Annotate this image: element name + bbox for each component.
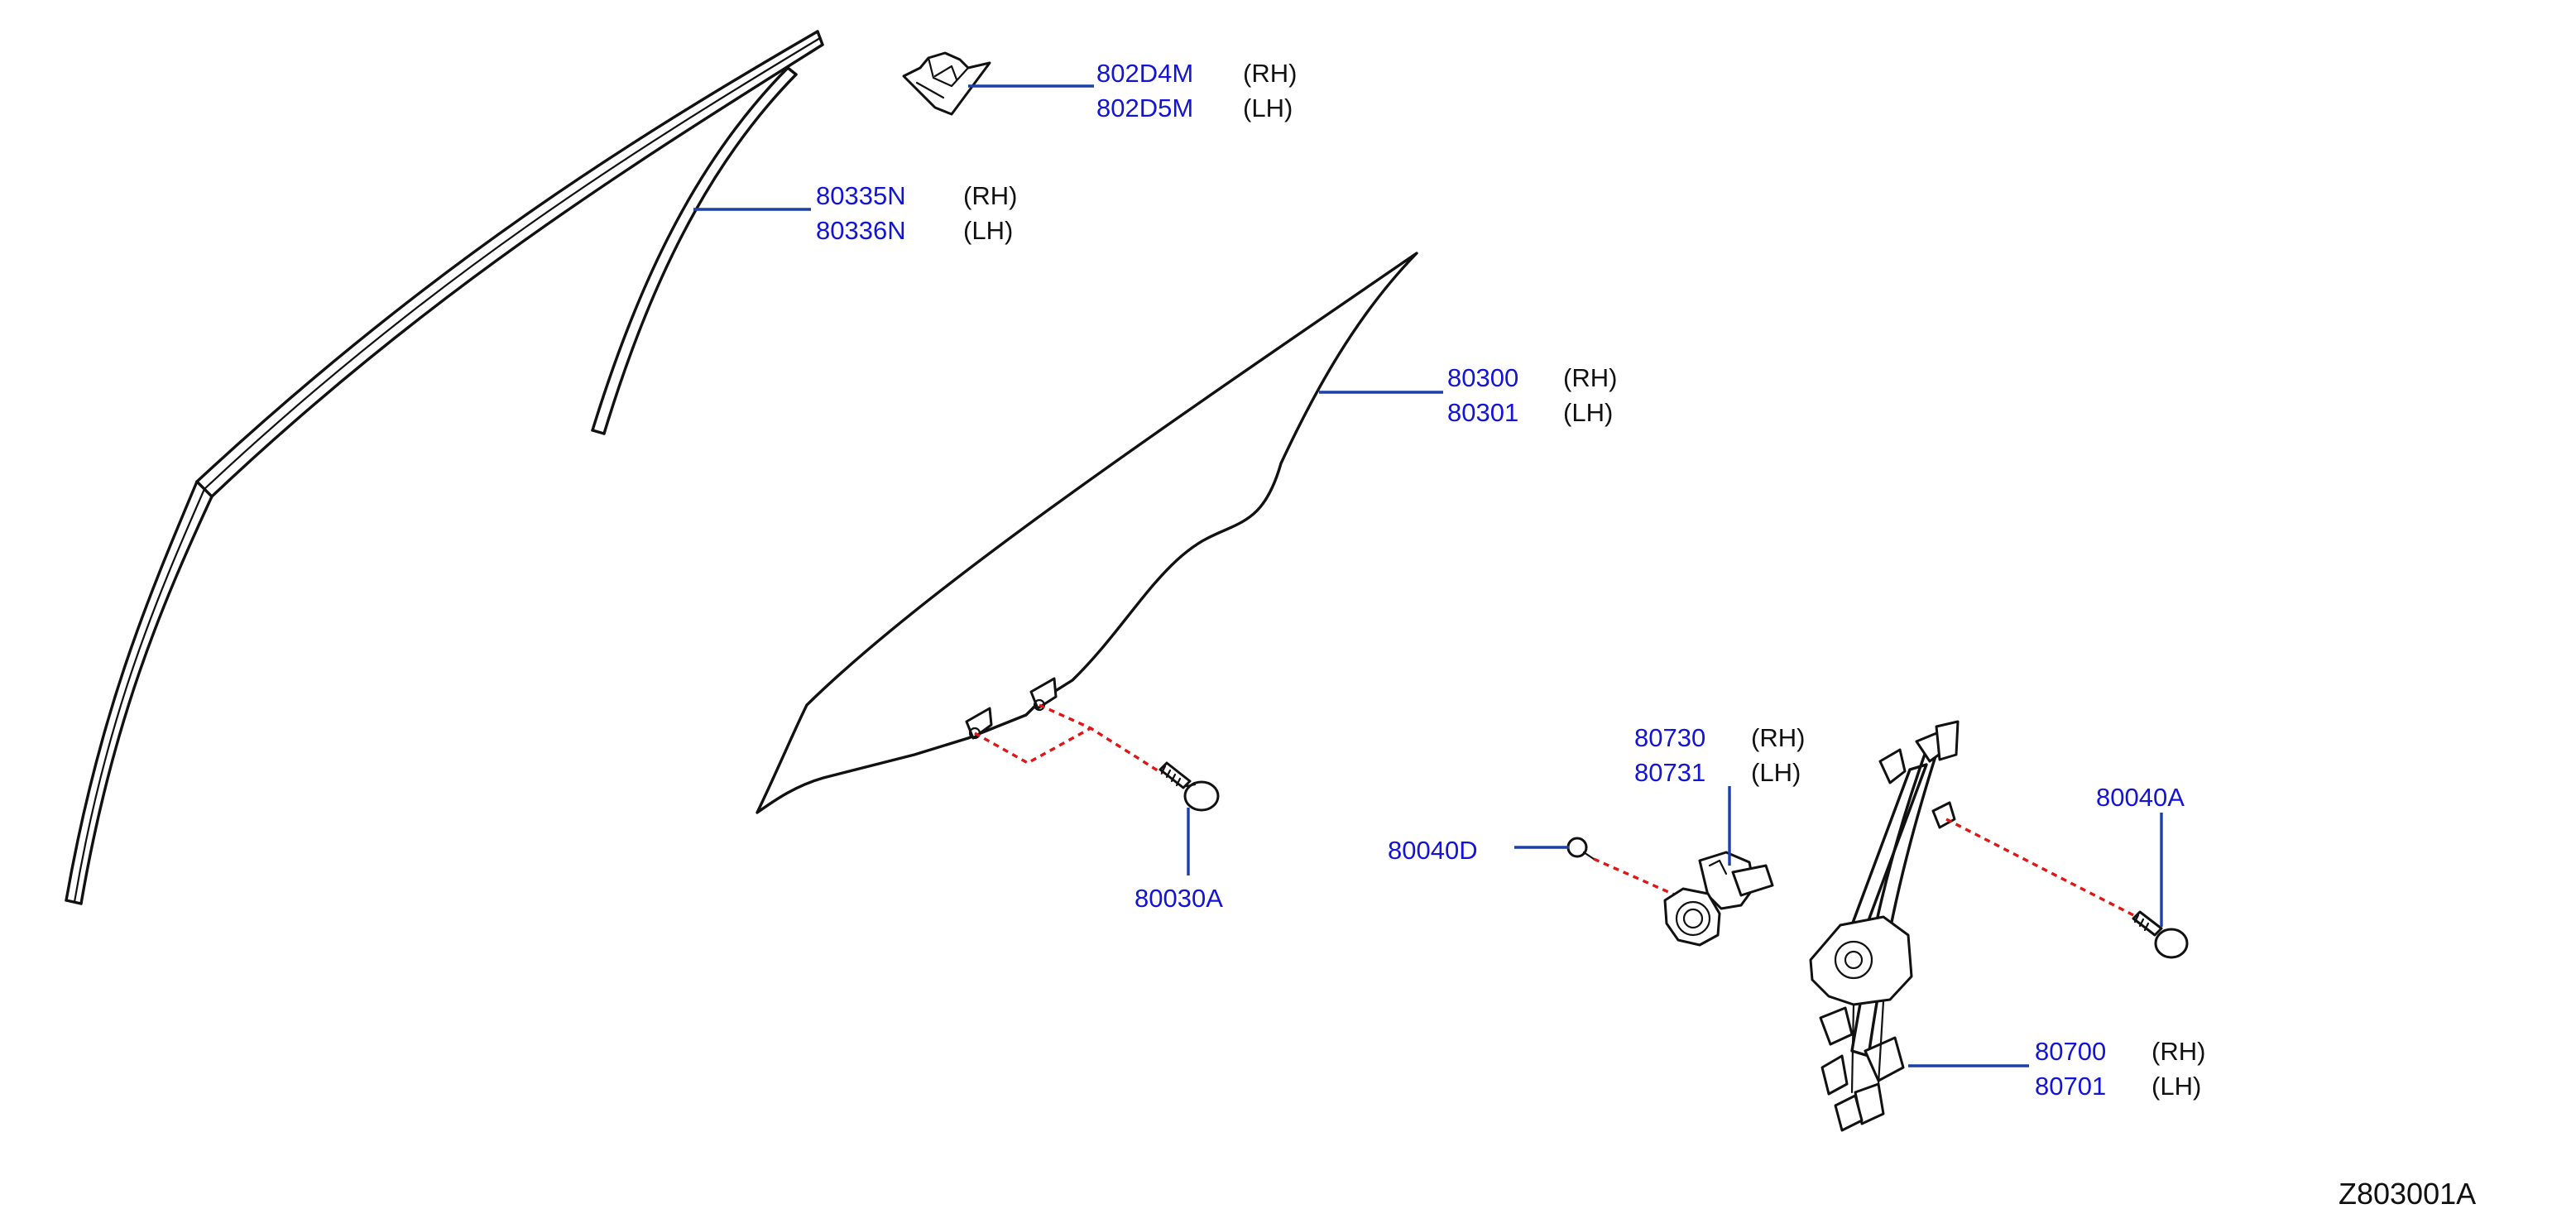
diagram-code: Z803001A (2339, 1177, 2476, 1211)
glass-bolt-callout: 80030A (1134, 884, 1223, 913)
side-label: (LH) (963, 216, 1013, 245)
regulator-bolt (2132, 910, 2189, 959)
glass-callout: 80300 (RH) 80301 (LH) (1447, 363, 1617, 427)
motor-screw-dashed-line (1593, 857, 1681, 899)
part-number-label[interactable]: 80300 (1447, 363, 1518, 392)
bracket-callout: 802D4M (RH) 802D5M (LH) (1096, 59, 1297, 122)
part-number-label[interactable]: 80730 (1634, 723, 1705, 752)
glass-run-molding (65, 30, 824, 905)
part-number-label[interactable]: 80731 (1634, 758, 1705, 787)
side-label: (RH) (1751, 723, 1805, 752)
sash-callout: 80335N (RH) 80336N (LH) (816, 181, 1017, 245)
glass-bolt-dashed-line (974, 703, 1163, 775)
side-label: (RH) (1563, 363, 1617, 392)
part-number-label[interactable]: 80040D (1388, 836, 1478, 865)
sash-part (591, 66, 798, 435)
regulator-bolt-dashed-line (1945, 818, 2144, 922)
side-label: (RH) (963, 181, 1017, 210)
motor-screw (1566, 837, 1595, 861)
side-label: (LH) (1751, 758, 1801, 787)
side-label: (LH) (1243, 94, 1293, 122)
part-number-label[interactable]: 80040A (2096, 783, 2185, 812)
window-regulator (1809, 720, 1960, 1132)
part-number-label[interactable]: 80701 (2035, 1072, 2106, 1101)
regulator-callout: 80700 (RH) 80701 (LH) (2035, 1037, 2205, 1101)
side-label: (RH) (2151, 1037, 2205, 1066)
door-glass (756, 252, 1418, 814)
regulator-bolt-callout: 80040A (2096, 783, 2185, 812)
corner-bracket (902, 51, 991, 116)
part-number-label[interactable]: 802D4M (1096, 59, 1193, 88)
part-number-label[interactable]: 802D5M (1096, 94, 1193, 122)
motor-screw-callout: 80040D (1388, 836, 1478, 865)
side-label: (LH) (2151, 1072, 2201, 1101)
part-number-label[interactable]: 80336N (816, 216, 906, 245)
part-number-label[interactable]: 80030A (1134, 884, 1223, 913)
part-number-label[interactable]: 80335N (816, 181, 906, 210)
motor-callout: 80730 (RH) 80731 (LH) (1634, 723, 1805, 787)
side-label: (LH) (1563, 398, 1613, 427)
glass-bolt (1158, 761, 1220, 812)
part-number-label[interactable]: 80301 (1447, 398, 1518, 427)
part-number-label[interactable]: 80700 (2035, 1037, 2106, 1066)
window-motor (1663, 851, 1774, 947)
side-label: (RH) (1243, 59, 1297, 88)
